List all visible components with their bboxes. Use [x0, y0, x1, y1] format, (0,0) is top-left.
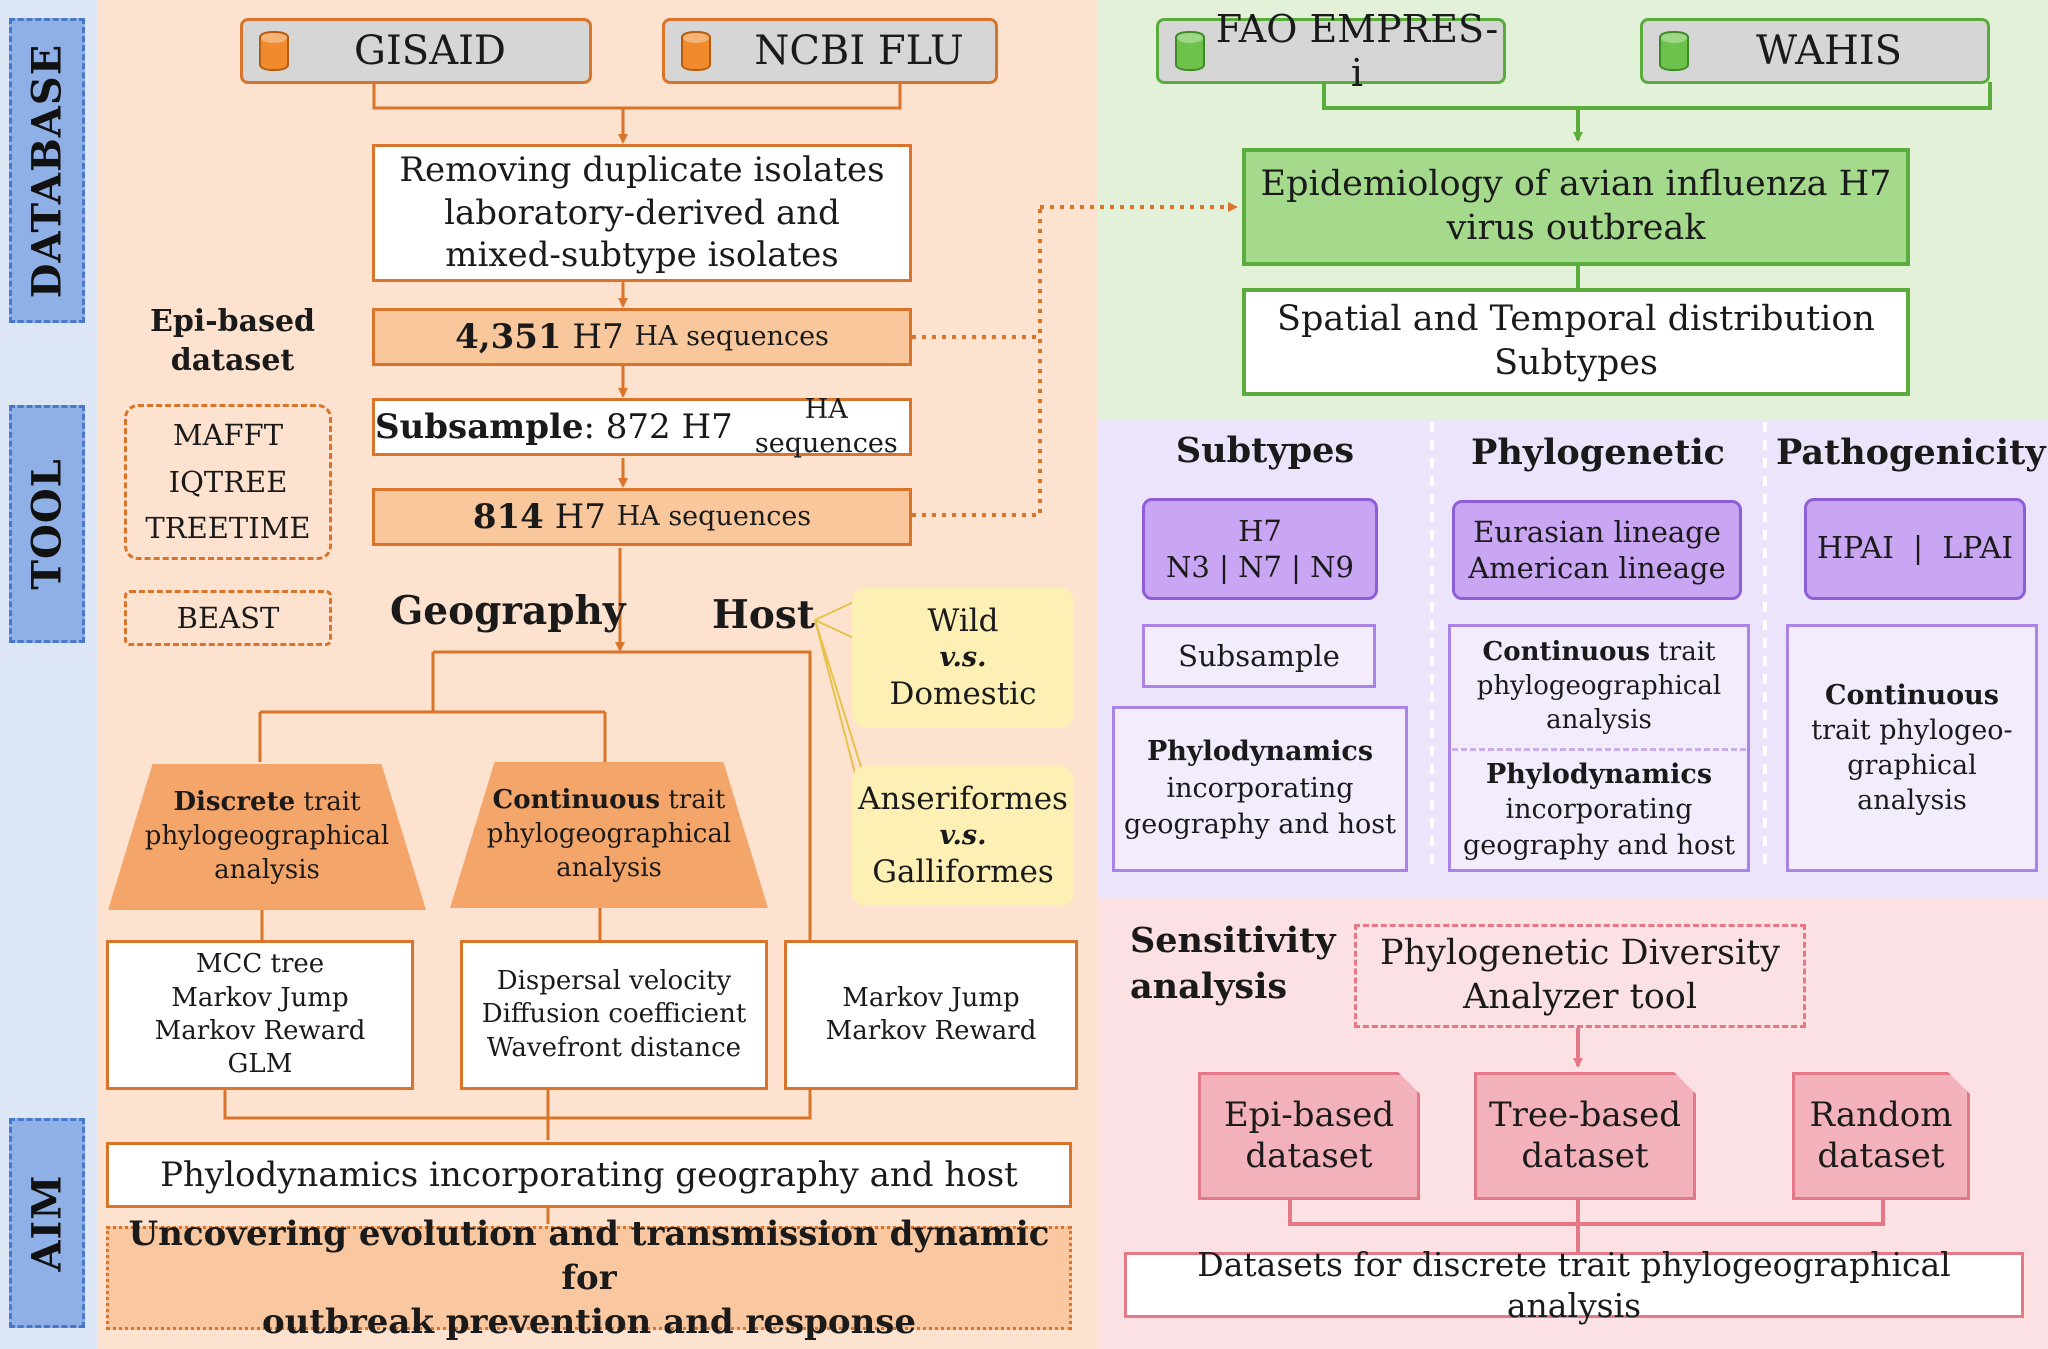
fao-empres-database: FAO EMPRES-i	[1156, 7, 1506, 95]
phylogenetic-continuous-text: Continuous trait phylogeographical analy…	[1476, 636, 1722, 736]
pathogenicity-header: Pathogenicity	[1776, 432, 2046, 473]
hpai-lpai-box: HPAI | LPAI	[1804, 498, 2026, 600]
pda-tool-box: Phylogenetic Diversity Analyzer tool	[1354, 924, 1806, 1028]
aim-section-label: AIM	[9, 1118, 85, 1328]
aim-phylodynamics-box: Phylodynamics incorporating geography an…	[106, 1142, 1072, 1208]
host-label: Host	[712, 592, 815, 638]
iqtree-label: IQTREE	[168, 464, 288, 499]
ncbi-flu-database: NCBI FLU	[662, 18, 998, 84]
anseriformes-vs-galliformes-box: Anseriformes v.s. Galliformes	[852, 766, 1074, 906]
lineage-box: Eurasian lineage American lineage	[1452, 500, 1742, 600]
subsample-872-box: Subsample: 872 H7 HA sequences	[372, 394, 912, 459]
sequences-814-box: 814 H7 HA sequences	[372, 488, 912, 546]
beast-box: BEAST	[124, 590, 332, 646]
database-icon	[681, 31, 711, 71]
treetime-label: TREETIME	[145, 511, 311, 546]
tools-box: MAFFT IQTREE TREETIME	[124, 404, 332, 560]
host-outputs-box: Markov Jump Markov Reward	[784, 940, 1078, 1090]
sensitivity-analysis-label: Sensitivity analysis	[1130, 920, 1336, 1007]
phylogenetic-divider	[1452, 748, 1746, 751]
continuous-trait-analysis: Continuous trait phylogeographical analy…	[450, 762, 768, 908]
aim-goal-box: Uncovering evolution and transmission dy…	[106, 1214, 1072, 1342]
sequences-4351-box: 4,351 H7 HA sequences	[372, 308, 912, 366]
gisaid-database: GISAID	[240, 18, 592, 84]
spatial-temporal-box: Spatial and Temporal distribution Subtyp…	[1242, 288, 1910, 396]
continuous-outputs-box: Dispersal velocity Diffusion coefficient…	[460, 940, 768, 1090]
phylogenetic-header: Phylogenetic	[1471, 432, 1725, 473]
phylogenetic-phylodynamics-text: Phylodynamics incorporating geography an…	[1462, 758, 1736, 861]
geography-label: Geography	[390, 588, 626, 634]
wild-vs-domestic-box: Wild v.s. Domestic	[852, 588, 1074, 728]
subtypes-header: Subtypes	[1175, 430, 1355, 471]
database-section-label: DATABASE	[9, 18, 85, 323]
datasets-discrete-box: Datasets for discrete trait phylogeograp…	[1124, 1245, 2024, 1325]
pathogenicity-continuous-box: Continuous trait phylogeo- graphical ana…	[1786, 624, 2038, 872]
epidemiology-box: Epidemiology of avian influenza H7 virus…	[1242, 148, 1910, 266]
discrete-trait-analysis: Discrete trait phylogeographical analysi…	[108, 764, 426, 910]
subtypes-phylodynamics-box: Phylodynamics incorporating geography an…	[1112, 706, 1408, 872]
database-icon	[259, 31, 289, 71]
subtype-h7-box: H7 N3 | N7 | N9	[1142, 498, 1378, 600]
discrete-outputs-box: MCC tree Markov Jump Markov Reward GLM	[106, 940, 414, 1090]
database-icon	[1175, 31, 1205, 71]
subtypes-subsample-box: Subsample	[1142, 624, 1376, 688]
remove-duplicates-box: Removing duplicate isolates laboratory-d…	[372, 144, 912, 282]
wahis-database: WAHIS	[1640, 18, 1990, 84]
database-icon	[1659, 31, 1689, 71]
tool-section-label: TOOL	[9, 405, 85, 643]
mafft-label: MAFFT	[172, 418, 284, 453]
epi-based-dataset-label: Epi-based dataset	[149, 304, 316, 378]
